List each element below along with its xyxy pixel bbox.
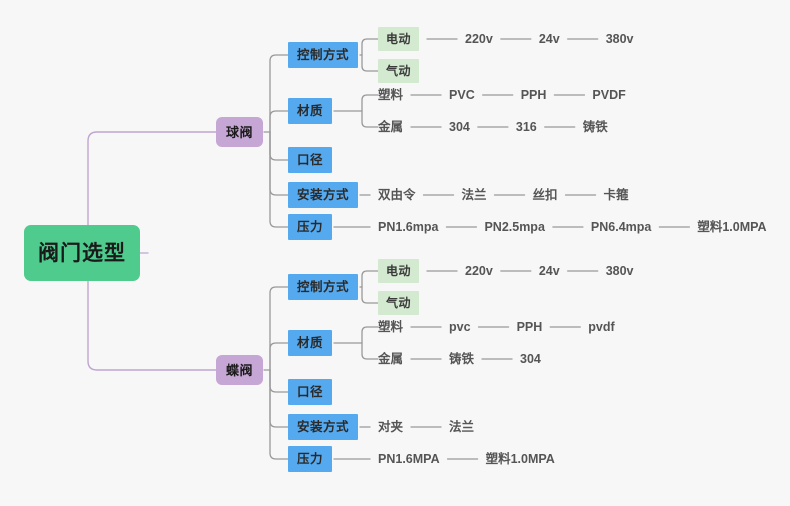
option-label-butterfly-valve-material-option-1: 金属	[378, 351, 404, 366]
option-label-butterfly-valve-pressure-option-0: PN1.6MPA	[378, 451, 440, 466]
leaf-ball-valve-installation-option-0-2: 卡箍	[603, 187, 629, 202]
leaf-butterfly-valve-material-option-0-2: pvdf	[588, 319, 615, 334]
attribute-node-ball-valve-material[interactable]: 材质	[288, 98, 333, 124]
option-node-ball-valve-control-method-option-0[interactable]: 电动	[378, 27, 420, 51]
leaf-ball-valve-pressure-option-0-1: PN6.4mpa	[590, 219, 652, 234]
leaf-ball-valve-installation-option-0-0: 法兰	[461, 187, 487, 202]
leaf-ball-valve-material-option-0-1: PPH	[520, 87, 547, 102]
leaf-butterfly-valve-pressure-option-0-0: 塑料1.0MPA	[485, 451, 555, 466]
leaf-ball-valve-control-method-option-0-1: 24v	[538, 31, 560, 46]
root-node[interactable]: 阀门选型	[24, 225, 140, 281]
attribute-node-ball-valve-control-method[interactable]: 控制方式	[288, 42, 359, 68]
option-label-ball-valve-material-option-1: 金属	[378, 119, 404, 134]
attribute-node-butterfly-valve-installation[interactable]: 安装方式	[288, 414, 359, 440]
option-label-ball-valve-material-option-0: 塑料	[378, 87, 404, 102]
leaf-butterfly-valve-control-method-option-0-1: 24v	[538, 263, 560, 278]
leaf-ball-valve-material-option-1-1: 316	[515, 119, 537, 134]
leaf-butterfly-valve-material-option-1-0: 铸铁	[449, 351, 475, 366]
leaf-butterfly-valve-installation-option-0-0: 法兰	[449, 419, 475, 434]
attribute-node-ball-valve-diameter[interactable]: 口径	[288, 147, 333, 173]
leaf-ball-valve-control-method-option-0-2: 380v	[605, 31, 634, 46]
option-label-butterfly-valve-material-option-0: 塑料	[378, 319, 404, 334]
attribute-node-butterfly-valve-material[interactable]: 材质	[288, 330, 333, 356]
leaf-ball-valve-pressure-option-0-0: PN2.5mpa	[484, 219, 545, 234]
leaf-butterfly-valve-material-option-0-1: PPH	[516, 319, 543, 334]
option-label-ball-valve-pressure-option-0: PN1.6mpa	[378, 219, 439, 234]
leaf-ball-valve-material-option-1-0: 304	[449, 119, 470, 134]
leaf-butterfly-valve-material-option-1-1: 304	[520, 351, 541, 366]
leaf-butterfly-valve-material-option-0-0: pvc	[449, 319, 471, 334]
attribute-node-ball-valve-pressure[interactable]: 压力	[288, 214, 333, 240]
branch-node-butterfly-valve[interactable]: 蝶阀	[216, 355, 264, 385]
leaf-butterfly-valve-control-method-option-0-0: 220v	[465, 263, 493, 278]
leaf-ball-valve-material-option-1-2: 铸铁	[582, 119, 608, 134]
leaf-ball-valve-pressure-option-0-2: 塑料1.0MPA	[697, 219, 767, 234]
leaf-butterfly-valve-control-method-option-0-2: 380v	[605, 263, 634, 278]
leaf-ball-valve-control-method-option-0-0: 220v	[465, 31, 493, 46]
option-node-ball-valve-control-method-option-1[interactable]: 气动	[378, 59, 420, 83]
attribute-node-butterfly-valve-pressure[interactable]: 压力	[288, 446, 333, 472]
leaf-ball-valve-material-option-0-0: PVC	[449, 87, 475, 102]
leaf-ball-valve-installation-option-0-1: 丝扣	[532, 187, 558, 202]
attribute-node-butterfly-valve-control-method[interactable]: 控制方式	[288, 274, 359, 300]
branch-node-ball-valve[interactable]: 球阀	[216, 117, 264, 147]
option-label-ball-valve-installation-option-0: 双由令	[378, 187, 416, 202]
option-label-butterfly-valve-installation-option-0: 对夹	[378, 419, 404, 434]
option-node-butterfly-valve-control-method-option-0[interactable]: 电动	[378, 259, 420, 283]
option-node-butterfly-valve-control-method-option-1[interactable]: 气动	[378, 291, 420, 315]
attribute-node-ball-valve-installation[interactable]: 安装方式	[288, 182, 359, 208]
leaf-ball-valve-material-option-0-2: PVDF	[592, 87, 626, 102]
attribute-node-butterfly-valve-diameter[interactable]: 口径	[288, 379, 333, 405]
